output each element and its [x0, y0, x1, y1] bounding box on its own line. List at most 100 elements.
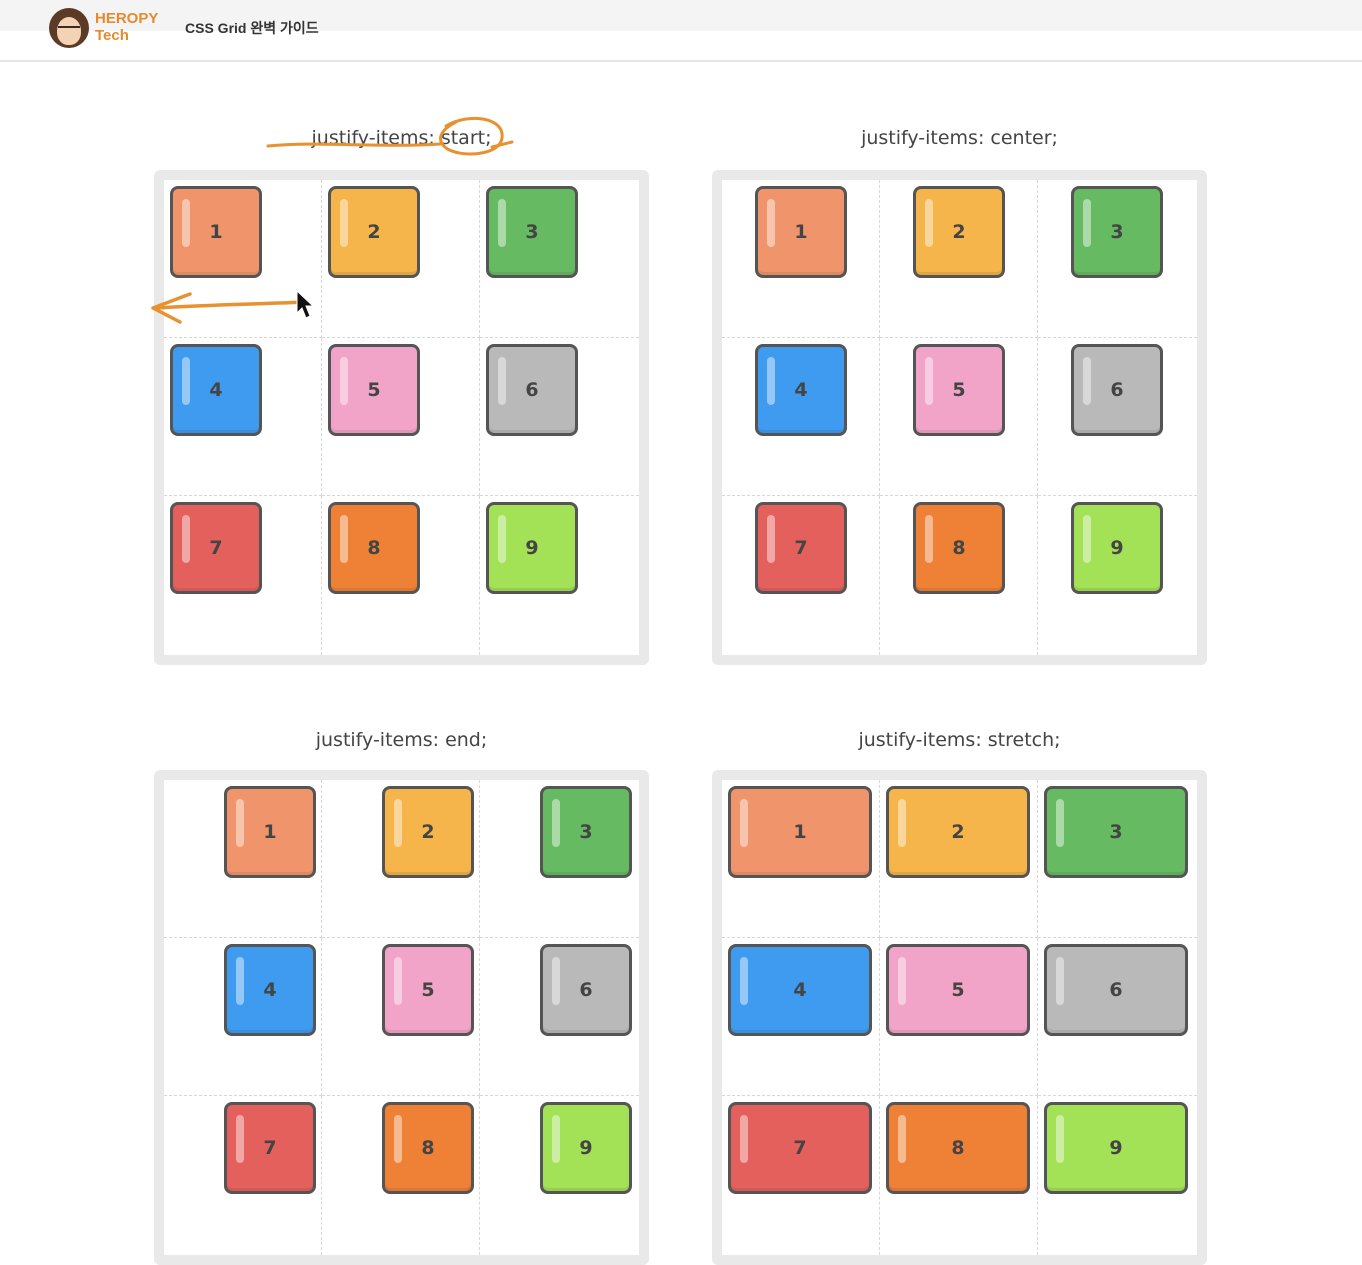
grid-cell: [880, 496, 1038, 655]
grid-item-7: 7: [170, 502, 262, 594]
logo-avatar-icon[interactable]: [49, 8, 89, 48]
grid-item-label: 7: [794, 537, 808, 559]
grid-cell: [722, 338, 880, 496]
grid-item-2: 2: [886, 786, 1030, 878]
grid-item-9: 9: [486, 502, 578, 594]
grid-item-label: 9: [1110, 537, 1124, 559]
grid-cell: [480, 338, 639, 496]
grid-item-label: 2: [951, 821, 965, 843]
grid-item-6: 6: [1071, 344, 1163, 436]
grid-cell: [722, 496, 880, 655]
grid-item-label: 4: [793, 979, 807, 1001]
item-highlight: [767, 357, 775, 405]
grid-item-label: 3: [525, 221, 539, 243]
item-highlight: [740, 799, 748, 847]
grid-item-5: 5: [382, 944, 474, 1036]
item-highlight: [552, 1115, 560, 1163]
panel-title-center: justify-items: center;: [861, 127, 1058, 149]
grid-item-label: 3: [579, 821, 593, 843]
grid-item-1: 1: [224, 786, 316, 878]
item-highlight: [236, 957, 244, 1005]
item-highlight: [394, 957, 402, 1005]
grid-item-5: 5: [328, 344, 420, 436]
grid-item-8: 8: [328, 502, 420, 594]
grid-item-9: 9: [1071, 502, 1163, 594]
grid-item-label: 9: [579, 1137, 593, 1159]
grid-cell: [164, 338, 322, 496]
grid-item-8: 8: [886, 1102, 1030, 1194]
grid-container-start: 1 2 3 4 5 6 7 8 9: [154, 170, 649, 665]
grid-item-label: 6: [525, 379, 539, 401]
grid-item-label: 5: [952, 379, 966, 401]
grid-item-7: 7: [755, 502, 847, 594]
panel-title-start: justify-items: start;: [311, 127, 492, 149]
grid-item-label: 8: [367, 537, 381, 559]
grid-item-label: 2: [367, 221, 381, 243]
item-highlight: [898, 1115, 906, 1163]
logo-text[interactable]: HEROPY Tech: [95, 10, 158, 44]
grid-item-4: 4: [728, 944, 872, 1036]
grid-item-3: 3: [540, 786, 632, 878]
grid-item-label: 5: [951, 979, 965, 1001]
grid-item-9: 9: [1044, 1102, 1188, 1194]
grid-cell: [1038, 338, 1197, 496]
item-highlight: [236, 1115, 244, 1163]
item-highlight: [1056, 1115, 1064, 1163]
grid-item-label: 4: [263, 979, 277, 1001]
grid-item-label: 9: [525, 537, 539, 559]
item-highlight: [498, 515, 506, 563]
item-highlight: [1056, 957, 1064, 1005]
grid-item-label: 7: [793, 1137, 807, 1159]
grid-cell: [880, 180, 1038, 338]
grid-item-label: 4: [209, 379, 223, 401]
grid-cell: [322, 338, 480, 496]
grid-item-6: 6: [540, 944, 632, 1036]
grid-item-label: 2: [421, 821, 435, 843]
grid-cell: [880, 780, 1038, 938]
grid-item-label: 5: [421, 979, 435, 1001]
grid-item-1: 1: [170, 186, 262, 278]
grid-item-9: 9: [540, 1102, 632, 1194]
grid-item-8: 8: [382, 1102, 474, 1194]
grid-cell: [722, 180, 880, 338]
item-highlight: [340, 199, 348, 247]
grid-item-label: 5: [367, 379, 381, 401]
grid-item-2: 2: [382, 786, 474, 878]
grid-item-5: 5: [913, 344, 1005, 436]
grid-cell: [164, 496, 322, 655]
grid-item-label: 3: [1109, 821, 1123, 843]
grid-item-3: 3: [1071, 186, 1163, 278]
item-highlight: [925, 357, 933, 405]
item-highlight: [1083, 515, 1091, 563]
top-strip: [0, 0, 1362, 31]
panel-title-end: justify-items: end;: [315, 729, 488, 751]
grid-item-label: 2: [952, 221, 966, 243]
item-highlight: [498, 199, 506, 247]
grid-item-6: 6: [1044, 944, 1188, 1036]
grid-cell: [1038, 780, 1197, 938]
item-highlight: [767, 199, 775, 247]
grid-item-label: 6: [1110, 379, 1124, 401]
item-highlight: [925, 199, 933, 247]
item-highlight: [340, 357, 348, 405]
grid-cell: [480, 780, 639, 938]
grid-item-label: 1: [263, 821, 277, 843]
grid-cell: [322, 780, 480, 938]
grid-item-3: 3: [486, 186, 578, 278]
grid-item-4: 4: [755, 344, 847, 436]
item-highlight: [740, 957, 748, 1005]
item-highlight: [394, 1115, 402, 1163]
grid-item-label: 8: [952, 537, 966, 559]
item-highlight: [182, 515, 190, 563]
grid-cell: [164, 780, 322, 938]
grid-item-1: 1: [755, 186, 847, 278]
grid-cell: [322, 496, 480, 655]
item-highlight: [898, 799, 906, 847]
item-highlight: [552, 957, 560, 1005]
item-highlight: [552, 799, 560, 847]
item-highlight: [182, 357, 190, 405]
grid-item-label: 3: [1110, 221, 1124, 243]
grid-item-3: 3: [1044, 786, 1188, 878]
grid-item-8: 8: [913, 502, 1005, 594]
